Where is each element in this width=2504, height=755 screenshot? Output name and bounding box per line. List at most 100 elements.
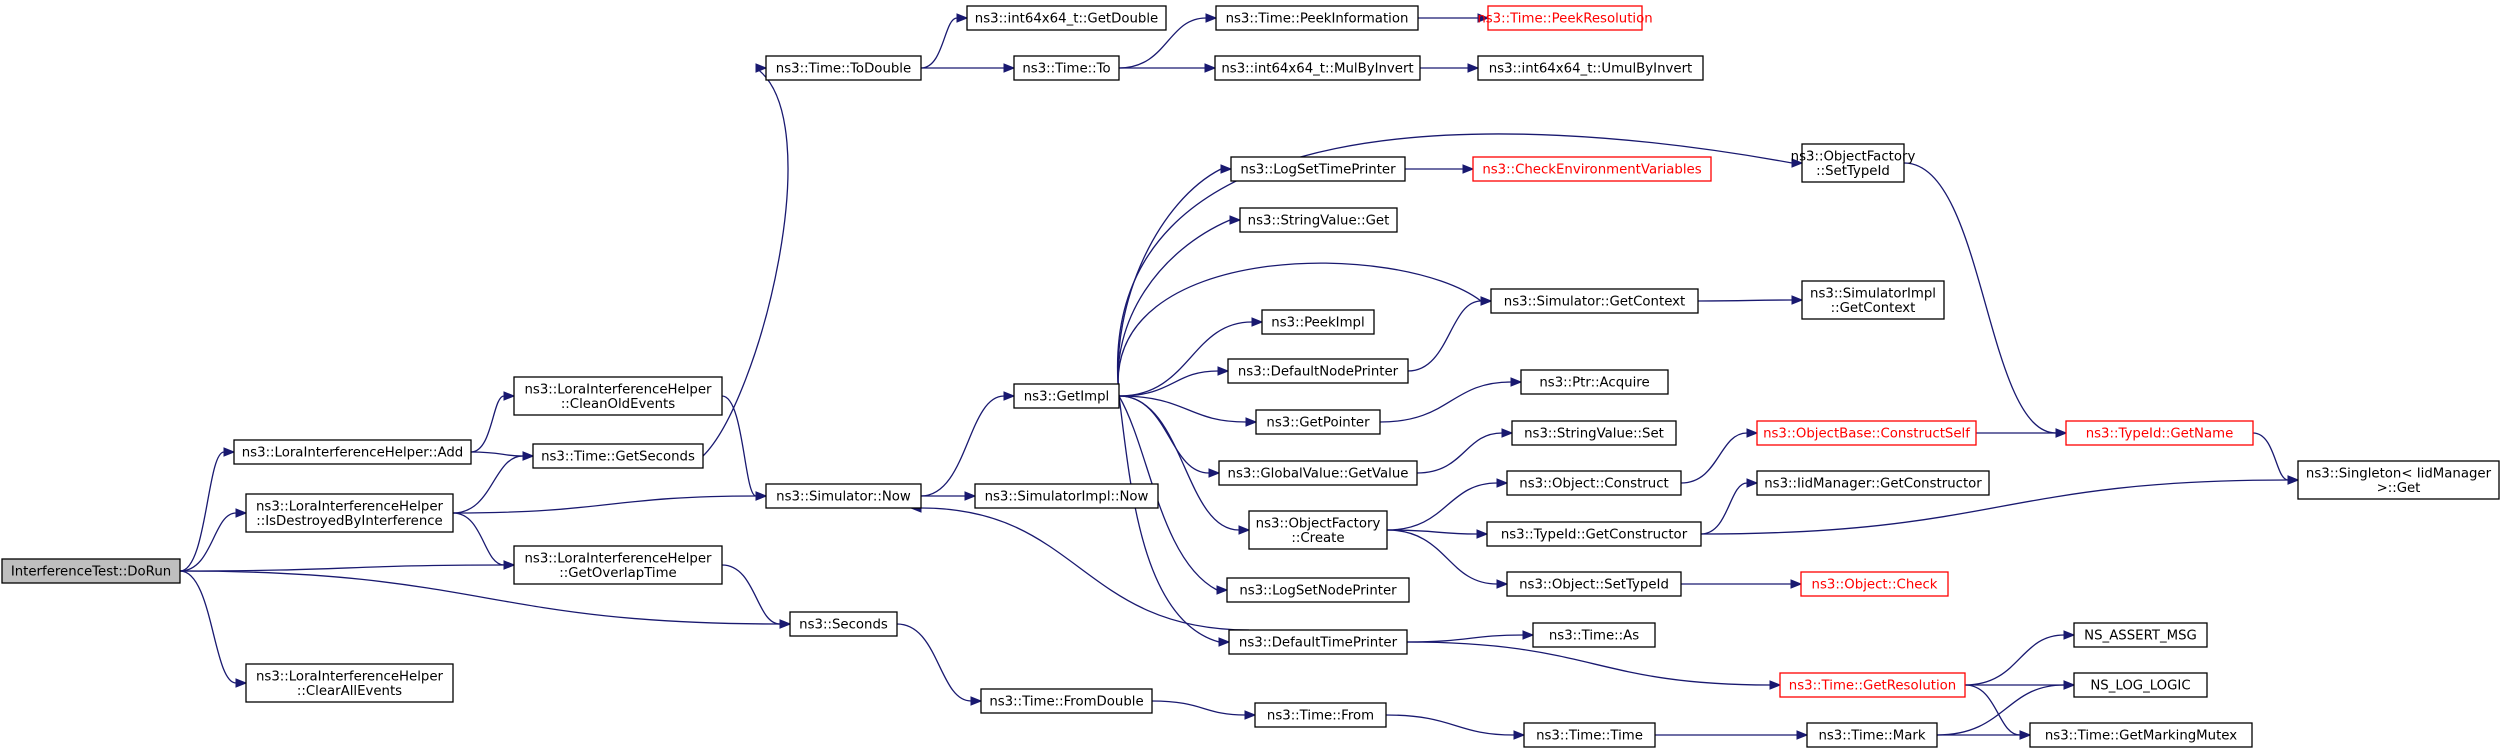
node-label: ns3::Time::GetMarkingMutex xyxy=(2045,729,2237,744)
node-box xyxy=(1801,143,1905,183)
node-ptracquire[interactable]: ns3::Ptr::Acquire xyxy=(1520,369,1669,395)
node-implgetcontext[interactable]: ns3::SimulatorImpl::GetContext xyxy=(1801,280,1945,320)
node-label: ns3::CheckEnvironmentVariables xyxy=(1482,163,1701,178)
node-label: ::GetContext xyxy=(1831,301,1916,316)
node-iidgetctor[interactable]: ns3::IidManager::GetConstructor xyxy=(1756,470,1990,496)
node-label: ns3::TypeId::GetConstructor xyxy=(1501,528,1688,543)
node-ofsettypeid[interactable]: ns3::ObjectFactory::SetTypeId xyxy=(1791,143,1916,183)
node-now[interactable]: ns3::Simulator::Now xyxy=(765,483,922,509)
node-getoverlap[interactable]: ns3::LoraInterferenceHelper::GetOverlapT… xyxy=(513,545,723,585)
node-getseconds[interactable]: ns3::Time::GetSeconds xyxy=(532,443,704,469)
node-dorun[interactable]: InterferenceTest::DoRun xyxy=(1,558,181,584)
node-box xyxy=(1472,156,1712,182)
node-getmarkingmutex[interactable]: ns3::Time::GetMarkingMutex xyxy=(2029,722,2253,748)
node-getdouble[interactable]: ns3::int64x64_t::GetDouble xyxy=(966,5,1167,31)
node-nsassert[interactable]: NS_ASSERT_MSG xyxy=(2073,622,2208,648)
node-objconstruct[interactable]: ns3::Object::Construct xyxy=(1506,470,1682,496)
node-to[interactable]: ns3::Time::To xyxy=(1013,55,1120,81)
call-edge-getimpl-to-peekimpl xyxy=(1118,317,1264,397)
call-edge-objconstruct-to-constructself xyxy=(1680,428,1759,484)
node-box xyxy=(2029,722,2253,748)
node-isdestroyed[interactable]: ns3::LoraInterferenceHelper::IsDestroyed… xyxy=(245,493,454,533)
node-label: ns3::Simulator::Now xyxy=(776,490,911,505)
node-objsettypeid[interactable]: ns3::Object::SetTypeId xyxy=(1506,571,1682,597)
node-stringset[interactable]: ns3::StringValue::Set xyxy=(1511,420,1677,446)
call-edge-simgetcontext-to-implgetcontext xyxy=(1697,295,1804,305)
node-from[interactable]: ns3::Time::From xyxy=(1254,702,1387,728)
node-label: ns3::LoraInterferenceHelper xyxy=(256,669,444,684)
node-ofcreate[interactable]: ns3::ObjectFactory::Create xyxy=(1248,510,1388,550)
node-seconds[interactable]: ns3::Seconds xyxy=(789,611,898,637)
node-typeidgetctor[interactable]: ns3::TypeId::GetConstructor xyxy=(1486,521,1702,547)
node-simgetcontext[interactable]: ns3::Simulator::GetContext xyxy=(1490,288,1699,314)
node-umulbyinvert[interactable]: ns3::int64x64_t::UmulByInvert xyxy=(1477,55,1704,81)
node-clearall[interactable]: ns3::LoraInterferenceHelper::ClearAllEve… xyxy=(245,663,454,703)
call-edge-ofsettypeid-to-typeidgetname xyxy=(1903,162,2068,438)
call-edge-isdestroyed-to-getoverlap xyxy=(452,512,516,570)
node-peekinfo[interactable]: ns3::Time::PeekInformation xyxy=(1215,5,1419,31)
call-edge-getseconds-to-todouble xyxy=(702,63,789,457)
call-edge-typeidgetctor-to-iidgetctor xyxy=(1700,478,1759,535)
node-box xyxy=(1520,369,1669,395)
node-objcheck[interactable]: ns3::Object::Check xyxy=(1800,571,1949,597)
node-box xyxy=(1523,722,1656,748)
call-edge-todouble-to-getdouble xyxy=(920,13,969,69)
node-peekimpl[interactable]: ns3::PeekImpl xyxy=(1261,309,1375,335)
node-logsetnode[interactable]: ns3::LogSetNodePrinter xyxy=(1226,577,1410,603)
node-todouble[interactable]: ns3::Time::ToDouble xyxy=(765,55,922,81)
node-getresolution[interactable]: ns3::Time::GetResolution xyxy=(1779,672,1966,698)
node-typeidgetname[interactable]: ns3::TypeId::GetName xyxy=(2065,420,2254,446)
call-edge-globalgetvalue-to-stringset xyxy=(1416,428,1514,474)
node-defnodeprinter[interactable]: ns3::DefaultNodePrinter xyxy=(1227,358,1409,384)
node-timeas[interactable]: ns3::Time::As xyxy=(1532,622,1656,648)
node-logsettime[interactable]: ns3::LogSetTimePrinter xyxy=(1230,156,1406,182)
call-edge-getimpl-to-ofsettypeid xyxy=(1116,133,1804,397)
node-fromdouble[interactable]: ns3::Time::FromDouble xyxy=(980,688,1153,714)
node-singletonget[interactable]: ns3::Singleton< IidManager >::Get xyxy=(2297,460,2500,500)
node-constructself[interactable]: ns3::ObjectBase::ConstructSelf xyxy=(1756,420,1977,446)
node-getpointer[interactable]: ns3::GetPointer xyxy=(1255,409,1381,435)
node-globalgetvalue[interactable]: ns3::GlobalValue::GetValue xyxy=(1218,460,1418,486)
node-box xyxy=(1255,409,1381,435)
node-mark[interactable]: ns3::Time::Mark xyxy=(1806,722,1938,748)
node-box xyxy=(2065,420,2254,446)
call-edge-dorun-to-isdestroyed xyxy=(179,508,248,572)
node-nslog[interactable]: NS_LOG_LOGIC xyxy=(2073,672,2208,698)
call-edge-to-to-peekinfo xyxy=(1118,13,1218,69)
call-edge-typeidgetname-to-singletonget xyxy=(2252,432,2300,485)
call-edge-now-to-getimpl xyxy=(920,391,1016,497)
node-label: ns3::Time::To xyxy=(1022,62,1110,77)
node-box xyxy=(1239,207,1398,233)
node-box xyxy=(1806,722,1938,748)
call-edge-getimpl-to-globalgetvalue xyxy=(1118,395,1221,478)
node-box xyxy=(2297,460,2500,500)
node-time[interactable]: ns3::Time::Time xyxy=(1523,722,1656,748)
node-box xyxy=(1230,156,1406,182)
node-label: ns3::Time::PeekResolution xyxy=(1477,12,1652,27)
node-label: ns3::GetPointer xyxy=(1266,416,1370,431)
node-getimpl[interactable]: ns3::GetImpl xyxy=(1013,383,1120,409)
node-label: ns3::LoraInterferenceHelper xyxy=(524,551,712,566)
node-label: ns3::Time::GetSeconds xyxy=(541,450,695,465)
node-box xyxy=(974,483,1159,509)
node-checkenv[interactable]: ns3::CheckEnvironmentVariables xyxy=(1472,156,1712,182)
node-peekres[interactable]: ns3::Time::PeekResolution xyxy=(1477,5,1653,31)
node-box xyxy=(1486,521,1702,547)
node-label: ns3::GlobalValue::GetValue xyxy=(1228,467,1409,482)
node-implnow[interactable]: ns3::SimulatorImpl::Now xyxy=(974,483,1159,509)
node-box xyxy=(1228,629,1408,655)
node-label: ns3::LoraInterferenceHelper::Add xyxy=(242,446,463,461)
call-edge-time-to-mark xyxy=(1655,730,1809,740)
node-box xyxy=(1261,309,1375,335)
node-mulbyinvert[interactable]: ns3::int64x64_t::MulByInvert xyxy=(1214,55,1421,81)
node-label: ns3::Time::Mark xyxy=(1818,729,1925,744)
node-label: ns3::Object::SetTypeId xyxy=(1519,578,1669,593)
node-stringget[interactable]: ns3::StringValue::Get xyxy=(1239,207,1398,233)
node-box xyxy=(1227,358,1409,384)
node-cleanold[interactable]: ns3::LoraInterferenceHelper::CleanOldEve… xyxy=(513,376,723,416)
node-box xyxy=(1215,5,1419,31)
node-deftimeprinter[interactable]: ns3::DefaultTimePrinter xyxy=(1228,629,1408,655)
node-add[interactable]: ns3::LoraInterferenceHelper::Add xyxy=(233,439,472,465)
call-edge-todouble-to-to xyxy=(921,63,1016,73)
node-label: ns3::ObjectBase::ConstructSelf xyxy=(1763,427,1970,442)
